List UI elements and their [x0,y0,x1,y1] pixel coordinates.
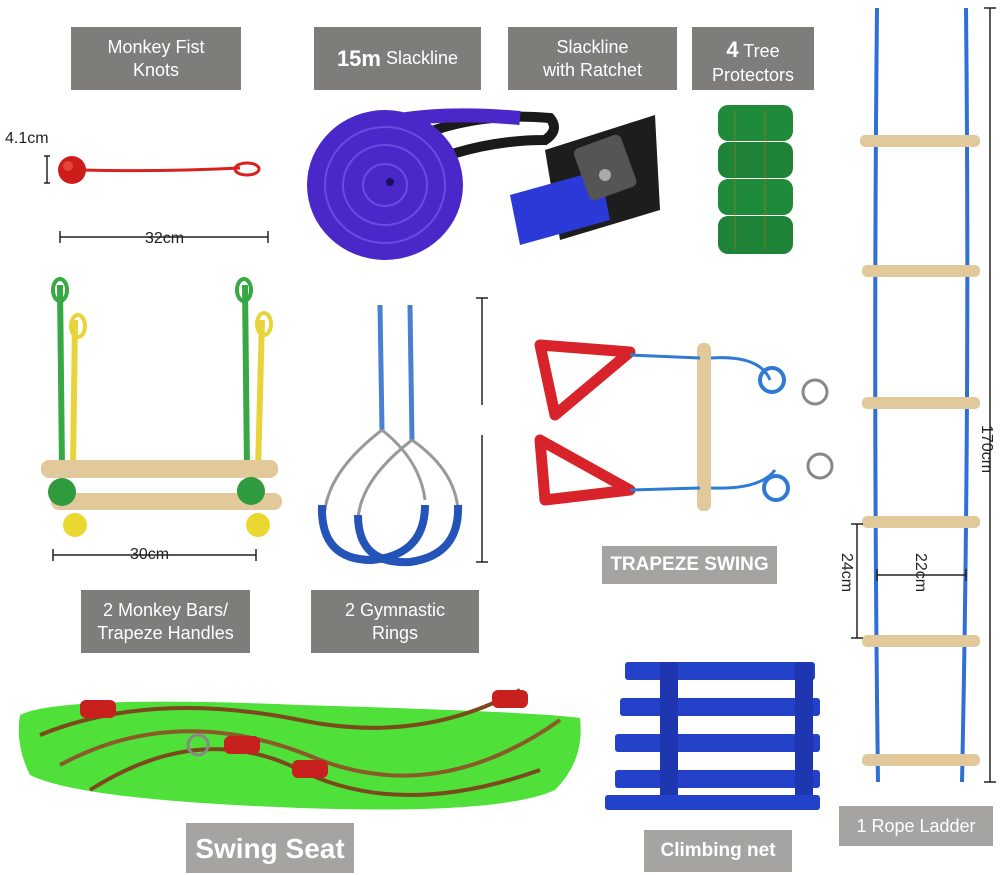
gymnastic-rings [317,297,510,567]
slackline-ratchet [510,115,660,245]
gymnastic-rings-label: 2 Gymnastic Rings [311,590,479,653]
monkey-bars-label: 2 Monkey Bars/ Trapeze Handles [81,590,250,653]
climbing-net [605,662,820,810]
monkey-fist-knot [44,155,269,243]
slackline-text: Slackline [386,48,459,69]
climbing-net-label: Climbing net [644,830,792,872]
slackline-roll [307,108,559,260]
trapeze-swing-label: TRAPEZE SWING [602,546,777,584]
slackline-label: 15m Slackline [314,27,481,90]
knot-diameter-text: 4.1cm [5,130,49,147]
monkey-fist-label: Monkey Fist Knots [71,27,241,90]
rope-ladder [851,7,996,783]
tree-protectors-text: Tree Protectors [711,41,795,85]
slackline-ratchet-label: Slackline with Ratchet [508,27,677,90]
tree-protectors-qty: 4 [726,37,739,62]
swing-seat [18,688,581,810]
slackline-length: 15m [336,45,381,71]
tree-protectors [718,105,793,254]
monkey-bars [41,277,282,561]
tree-protectors-label: 4 Tree Protectors [692,27,814,90]
rope-ladder-label: 1 Rope Ladder [839,806,993,846]
trapeze-swing [534,339,834,511]
swing-seat-label: Swing Seat [186,823,354,873]
knot-length-text: 32cm [143,230,187,248]
